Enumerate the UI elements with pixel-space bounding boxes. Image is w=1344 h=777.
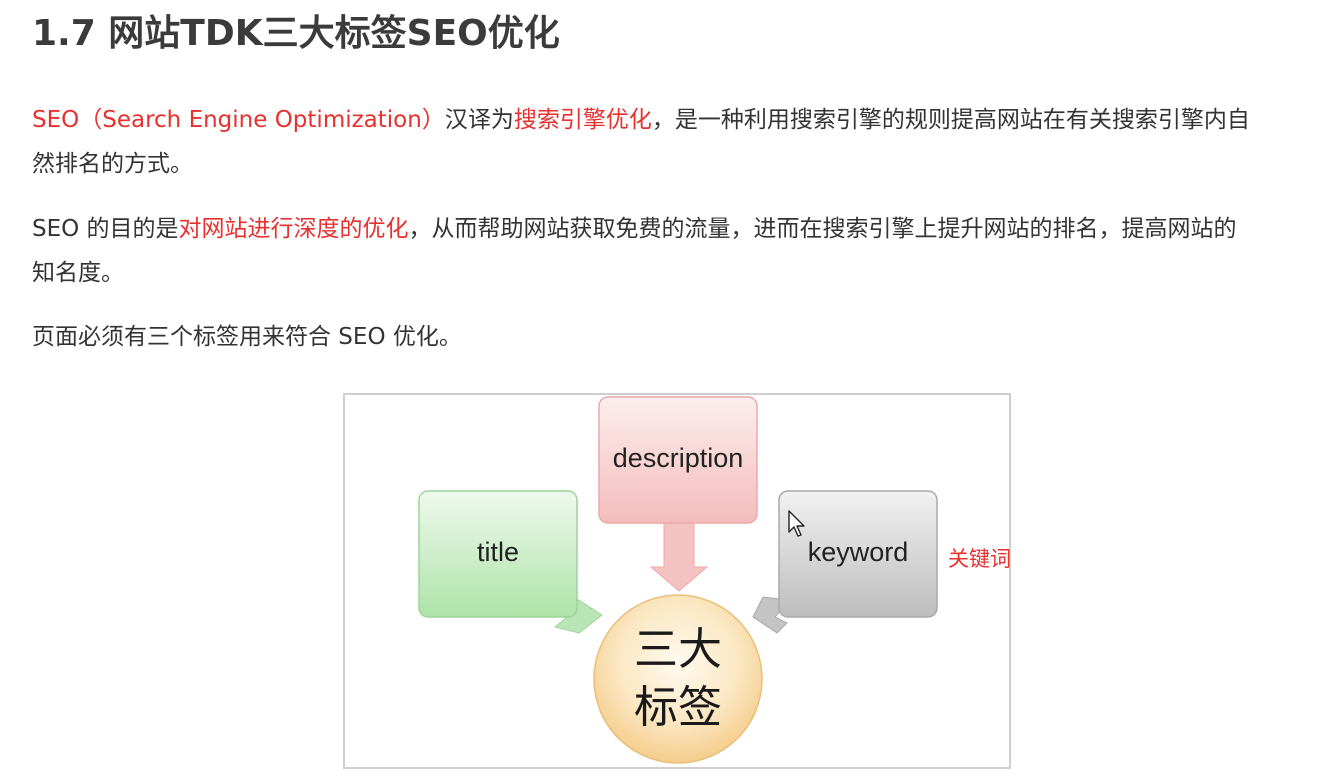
- paragraph1-text-a: 汉译为: [444, 107, 514, 133]
- keyword-box: [778, 490, 938, 618]
- description-box: [598, 396, 758, 524]
- paragraph-seo-purpose: SEO 的目的是对网站进行深度的优化，从而帮助网站获取免费的流量，进而在搜索引擎…: [32, 207, 1252, 295]
- description-box-label: description: [612, 443, 744, 473]
- keyword-box-label: keyword: [807, 537, 909, 567]
- paragraph2-text-b: ，从而帮助网站获取免费的流量，进而在搜索引擎上提升网站的排名，提高网站的知名度。: [32, 216, 1237, 286]
- paragraph-seo-definition: SEO（Search Engine Optimization）汉译为搜索引擎优化…: [32, 98, 1252, 186]
- keyword-annotation: 关键词: [948, 547, 1011, 571]
- mouse-pointer-icon: [787, 510, 807, 542]
- paragraph-three-tags: 页面必须有三个标签用来符合 SEO 优化。: [32, 324, 462, 350]
- arrow-description-to-center: [649, 522, 709, 592]
- title-box-label: title: [476, 537, 520, 567]
- paragraph2-text-a: SEO 的目的是: [32, 216, 179, 242]
- section-heading: 1.7 网站TDK三大标签SEO优化: [32, 13, 560, 54]
- diagram-graphics: [418, 396, 938, 764]
- seo-term: SEO（Search Engine Optimization）: [32, 107, 445, 133]
- paragraph2-highlight: 对网站进行深度的优化: [178, 216, 409, 242]
- paragraph1-highlight: 搜索引擎优化: [513, 107, 652, 133]
- paragraph1-text-b: ，是一种利用搜索引擎的规则提高网站在有关搜索引擎内自然排名的方式。: [32, 107, 1250, 177]
- center-label: 三大标签: [634, 624, 722, 733]
- tdk-diagram: title description keyword 三大标签: [343, 393, 1011, 769]
- title-box: [418, 490, 578, 618]
- center-circle: [593, 594, 763, 764]
